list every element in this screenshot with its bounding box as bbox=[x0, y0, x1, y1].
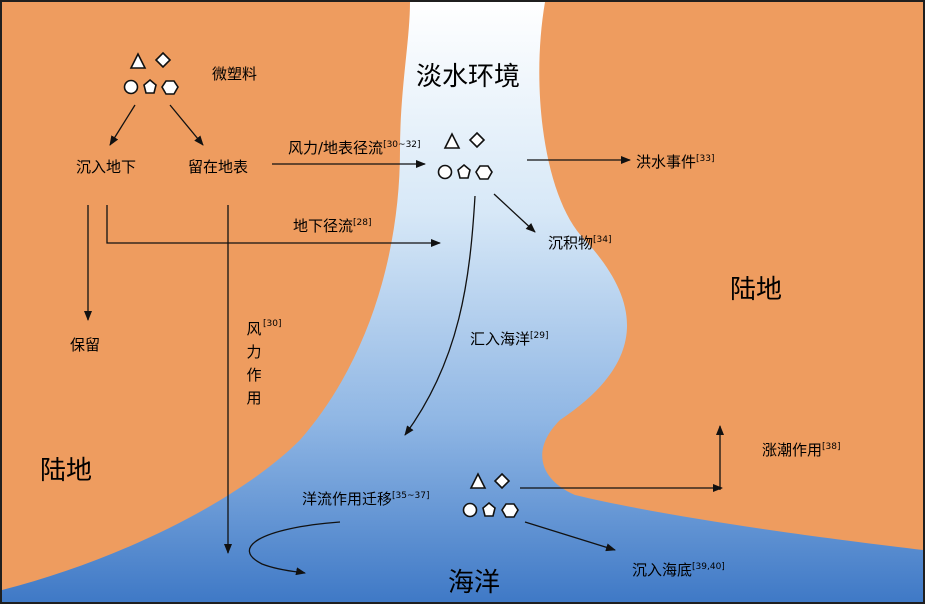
microplastic-symbols-land bbox=[123, 51, 179, 95]
freshwater-label: 淡水环境 bbox=[416, 62, 521, 92]
wind-action-ref: [30] bbox=[263, 319, 282, 329]
seafloor-label: 沉入海底[39,40] bbox=[632, 563, 725, 578]
tidal-ref: [38] bbox=[822, 442, 841, 452]
arrow-to-stay-surface bbox=[169, 104, 204, 146]
wind-runoff-ref: [30~32] bbox=[383, 140, 421, 150]
sediment-text: 沉积物 bbox=[548, 234, 594, 252]
wind-action-text: 风力作用 bbox=[246, 320, 262, 407]
current-migration-label: 洋流作用迁移[35~37] bbox=[302, 492, 429, 507]
flood-ref: [33] bbox=[696, 154, 715, 164]
groundwater-ref: [28] bbox=[353, 218, 372, 228]
sediment-ref: [34] bbox=[593, 235, 612, 245]
microplastic-symbols-river bbox=[437, 131, 493, 180]
seafloor-text: 沉入海底 bbox=[632, 561, 693, 579]
tidal-text: 涨潮作用 bbox=[762, 441, 823, 459]
arrow-sediment bbox=[493, 193, 536, 233]
into-ocean-ref: [29] bbox=[530, 331, 549, 341]
into-ocean-label: 汇入海洋[29] bbox=[470, 332, 549, 347]
groundwater-text: 地下径流 bbox=[293, 217, 354, 235]
current-migration-text: 洋流作用迁移 bbox=[302, 490, 393, 508]
wind-runoff-text: 风力/地表径流 bbox=[288, 139, 384, 157]
arrow-to-sink-underground bbox=[109, 104, 136, 146]
flood-text: 洪水事件 bbox=[636, 153, 697, 171]
arrow-current-migration bbox=[248, 521, 341, 576]
land-left-label: 陆地 bbox=[40, 456, 93, 486]
ocean-label: 海洋 bbox=[448, 568, 501, 598]
microplastics-label: 微塑料 bbox=[212, 65, 258, 83]
microplastic-symbols-estuary bbox=[462, 472, 519, 518]
arrow-groundwater bbox=[106, 205, 441, 247]
stay-surface-label: 留在地表 bbox=[188, 158, 249, 176]
current-migration-ref: [35~37] bbox=[392, 491, 430, 501]
sink-underground-label: 沉入地下 bbox=[76, 158, 137, 176]
flood-label: 洪水事件[33] bbox=[636, 155, 715, 170]
seafloor-ref: [39,40] bbox=[692, 562, 725, 572]
groundwater-label: 地下径流[28] bbox=[293, 219, 372, 234]
sediment-label: 沉积物[34] bbox=[548, 236, 612, 251]
arrow-seafloor bbox=[524, 521, 616, 552]
into-ocean-text: 汇入海洋 bbox=[470, 330, 531, 348]
tidal-label: 涨潮作用[38] bbox=[762, 443, 841, 458]
arrow-into-ocean bbox=[404, 195, 476, 436]
land-right-label: 陆地 bbox=[730, 275, 783, 305]
wind-runoff-label: 风力/地表径流[30~32] bbox=[288, 141, 421, 156]
retained-label: 保留 bbox=[70, 336, 101, 354]
